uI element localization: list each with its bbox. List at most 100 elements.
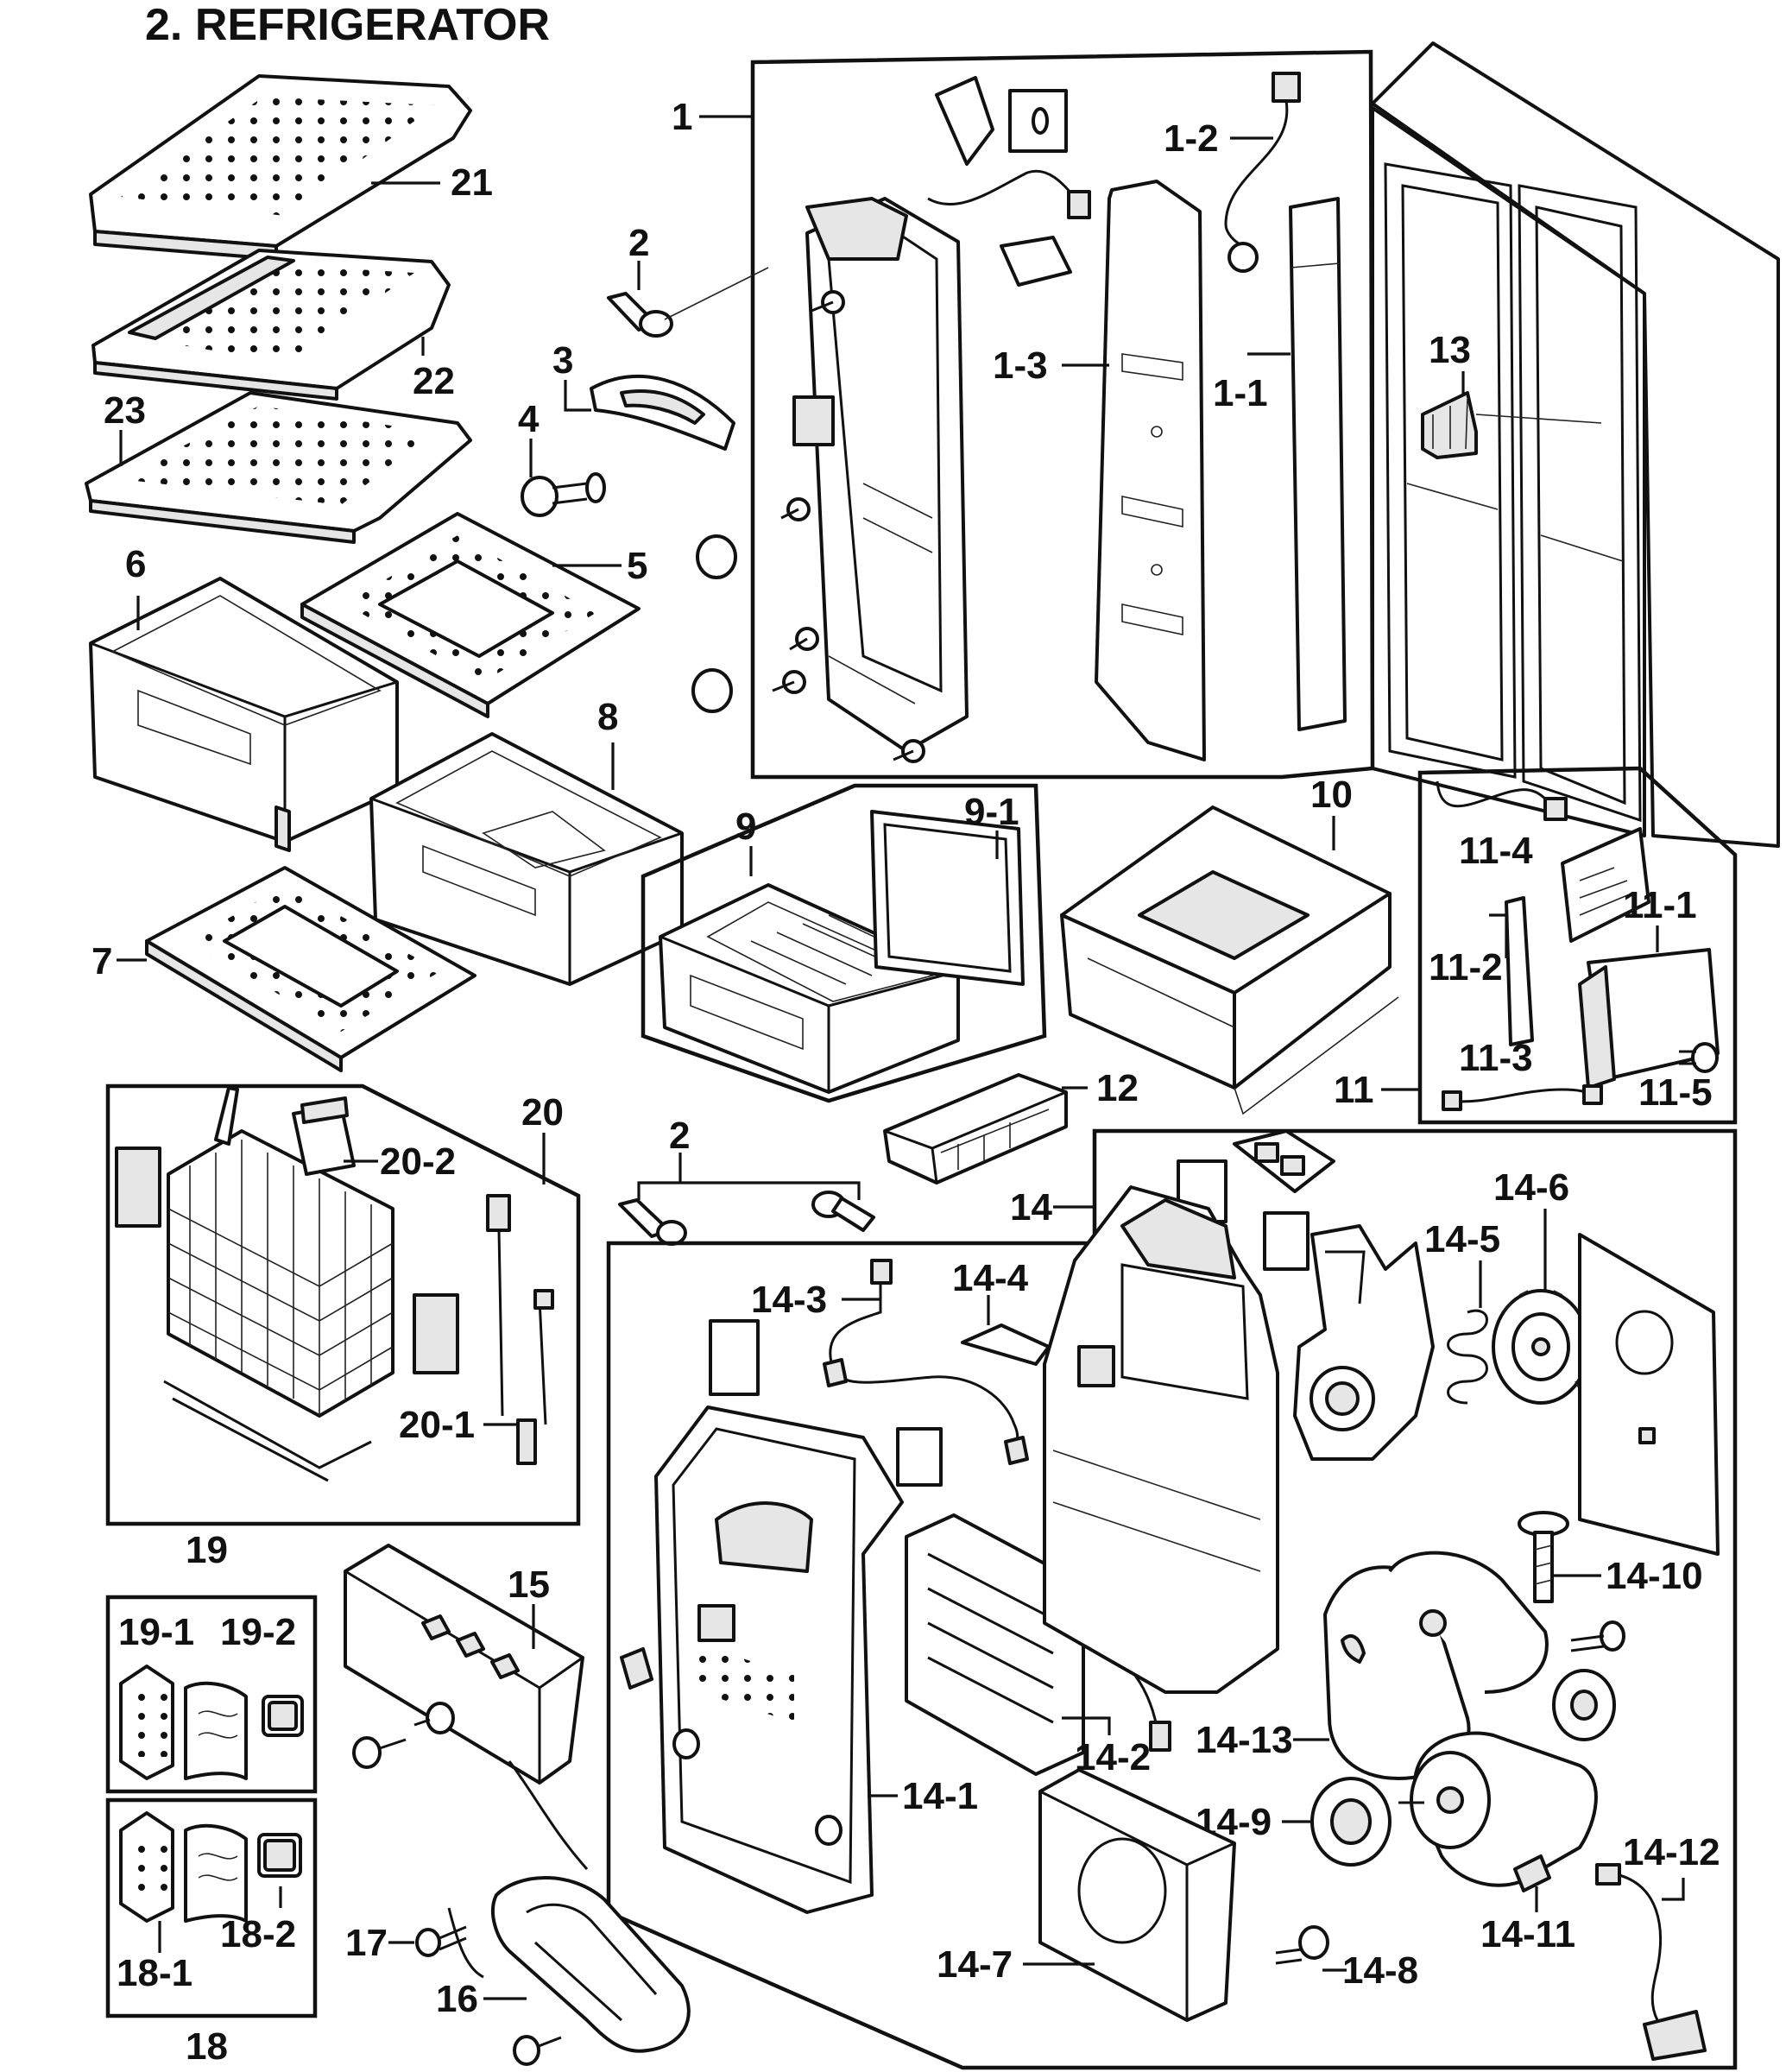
part-14-11-motor (1398, 1669, 1616, 1892)
callout-11-5: 11-5 (1638, 1071, 1713, 1114)
part-18-bag (184, 1823, 248, 1923)
part-16-screw (513, 2035, 562, 2066)
part-14-housing-main (1043, 1185, 1279, 1694)
part-11-4-harness (1436, 780, 1568, 821)
part-18-1-filter (119, 1811, 174, 1923)
part-3-cap (590, 374, 735, 451)
part-19-bag (184, 1681, 248, 1780)
callout-14-10: 14-10 (1606, 1555, 1703, 1597)
group-19-box (105, 1595, 318, 1794)
part-1-screws (772, 290, 925, 763)
part-14-cover-tab (1233, 1129, 1335, 1193)
callout-11-4: 11-4 (1459, 830, 1533, 872)
callout-14-4: 14-4 (952, 1257, 1029, 1299)
part-1-housing (792, 197, 969, 753)
part-14-13-cover (1323, 1551, 1549, 1780)
part-14-10-screw (1518, 1511, 1569, 1603)
callout-14-7: 14-7 (937, 1943, 1013, 1986)
part-11-1-housing (1578, 948, 1720, 1090)
callout-16: 16 (436, 1978, 478, 2020)
refrigerator-cabinet (1371, 41, 1780, 848)
callout-20: 20 (521, 1091, 564, 1134)
part-14-2-heater (905, 1513, 1171, 1776)
callout-9: 9 (735, 805, 756, 848)
part-4-screw (521, 472, 606, 517)
part-20-evaporator (115, 1086, 459, 1482)
part-1-2-harness (1224, 72, 1301, 273)
part-1-1-panel (1289, 197, 1347, 731)
part-2-bulb-upper (607, 267, 769, 338)
part-14-9-bushing (1310, 1777, 1392, 1867)
part-15-cover (344, 1544, 584, 1785)
callout-14-2: 14-2 (1075, 1736, 1151, 1778)
callout-19-1: 19-1 (118, 1611, 194, 1653)
part-14-small-screw (1570, 1620, 1625, 1652)
part-14-labels (709, 1159, 1310, 1487)
part-1-harness (927, 169, 1091, 219)
part-19-2-pack (262, 1695, 304, 1737)
callout-1-1: 1-1 (1213, 372, 1268, 414)
group-14-box (606, 1128, 1738, 2070)
part-1-3-duct (1095, 180, 1206, 761)
part-23-shelf (85, 391, 472, 544)
callout-1-2: 1-2 (1164, 117, 1219, 160)
callout-11: 11 (1334, 1069, 1374, 1111)
callout-20-2: 20-2 (380, 1140, 456, 1183)
callout-14-11: 14-11 (1480, 1913, 1575, 1955)
part-14-back-plate (1578, 1233, 1720, 1556)
callout-8: 8 (597, 696, 618, 738)
part-2-bulb-lower-left (618, 1198, 687, 1246)
part-14-12-harness (1595, 1863, 1707, 2061)
callout-14-3: 14-3 (751, 1279, 827, 1321)
callout-19-2: 19-2 (220, 1611, 296, 1653)
part-21-shelf (89, 74, 472, 261)
part-11-3-harness (1442, 1084, 1603, 1111)
callout-14-13: 14-13 (1196, 1719, 1293, 1761)
group-1-box (750, 49, 1375, 780)
callout-1: 1 (672, 96, 692, 138)
callout-17: 17 (345, 1922, 388, 1964)
part-14-7-plate (1038, 1768, 1236, 2022)
callout-19: 19 (186, 1529, 228, 1571)
callout-7: 7 (92, 940, 112, 982)
callout-3: 3 (552, 339, 573, 382)
part-20-2-fuse (292, 1096, 356, 1176)
callout-18-1: 18-1 (117, 1952, 192, 1994)
callout-9-1: 9-1 (964, 791, 1019, 833)
callout-11-2: 11-2 (1429, 946, 1503, 989)
part-14-5-spring (1447, 1309, 1488, 1405)
group-9-box (641, 783, 1047, 1103)
callout-10: 10 (1310, 774, 1353, 816)
part-12-bin (883, 1073, 1068, 1184)
callout-6: 6 (125, 543, 146, 585)
callout-14: 14 (1010, 1186, 1052, 1229)
callout-14-12: 14-12 (1623, 1831, 1720, 1873)
group-20-box (105, 1083, 581, 1526)
callout-20-1: 20-1 (399, 1404, 475, 1446)
part-20-1-sensor (486, 1194, 554, 1465)
group-18-box (105, 1797, 318, 2018)
callout-2-lower: 2 (669, 1115, 690, 1157)
part-9-drawer (659, 883, 960, 1094)
callout-14-5: 14-5 (1424, 1218, 1500, 1260)
part-11-board (1505, 827, 1650, 1046)
callout-15: 15 (508, 1563, 550, 1606)
callout-18: 18 (186, 2025, 228, 2068)
part-9-1-gasket (870, 810, 1025, 986)
callout-23: 23 (104, 389, 146, 432)
part-7-cover (145, 866, 476, 1072)
diagram-title: 2. REFRIGERATOR (145, 0, 550, 50)
part-1-caps (691, 534, 737, 713)
part-14-duct (1293, 1224, 1435, 1461)
leader-2-lower (637, 1153, 861, 1200)
callout-13: 13 (1429, 329, 1471, 371)
part-17-screw (415, 1925, 467, 1957)
callout-22: 22 (413, 360, 455, 402)
part-22-shelf (92, 249, 451, 401)
leader-14-2 (1062, 1716, 1111, 1735)
callout-11-3: 11-3 (1459, 1037, 1533, 1079)
part-11-5-screw (1679, 1042, 1719, 1073)
part-14-8-screw (1275, 1925, 1329, 1965)
part-18-2-pack (257, 1833, 302, 1878)
part-2-bulb-lower-right (811, 1191, 875, 1232)
